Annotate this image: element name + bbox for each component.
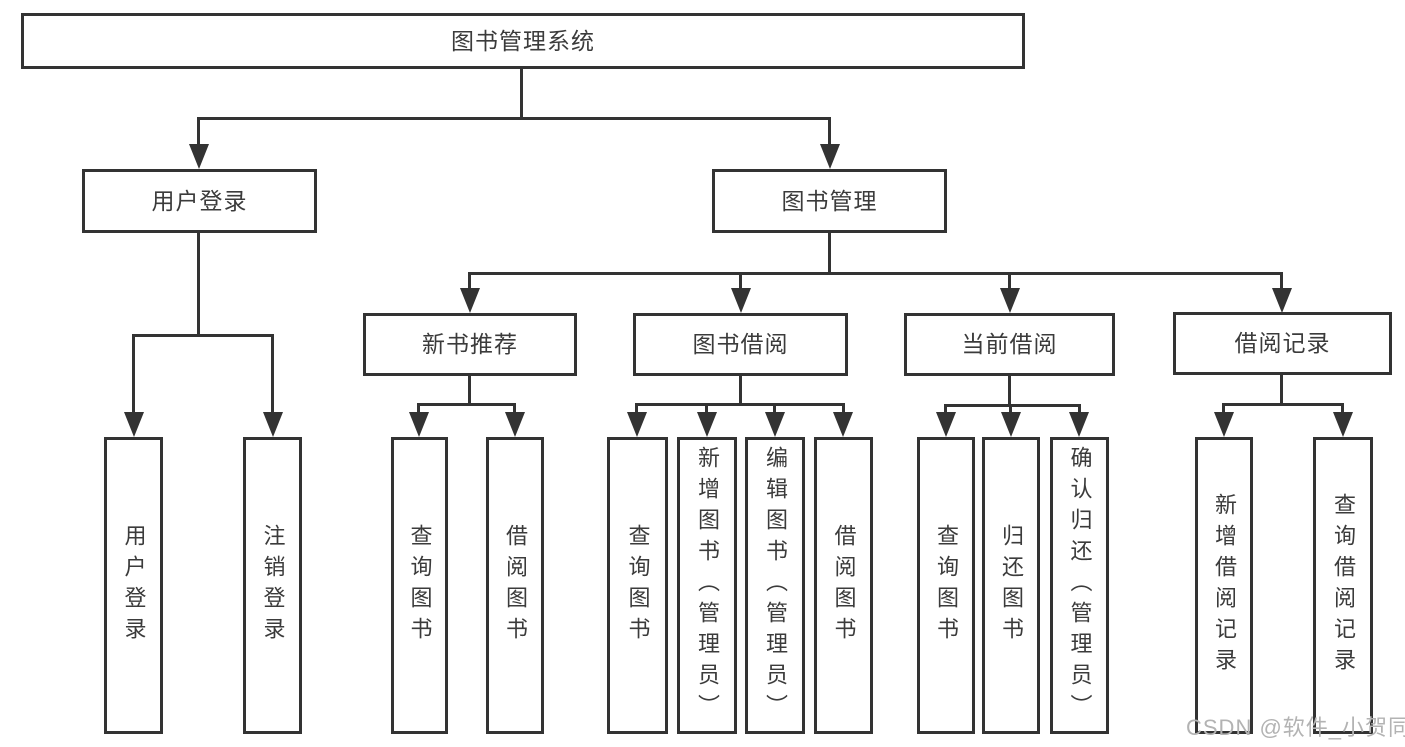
leaf-confirm-return-admin: 确认归还（管理员） xyxy=(1050,437,1109,734)
arrowhead-down-icon xyxy=(1333,412,1353,437)
leaf-edit-book-admin: 编辑图书（管理员） xyxy=(745,437,805,734)
connector-line xyxy=(1008,274,1011,288)
leaf-borrow-book-2: 借阅图书 xyxy=(814,437,873,734)
connector-line xyxy=(739,274,742,288)
connector-line xyxy=(1009,406,1012,412)
arrowhead-down-icon xyxy=(1272,288,1292,313)
connector-line xyxy=(944,406,947,412)
connector-line xyxy=(635,403,845,406)
node-borrow-record: 借阅记录 xyxy=(1173,312,1392,375)
connector-line xyxy=(197,118,200,144)
node-current-borrow: 当前借阅 xyxy=(904,313,1115,376)
connector-line xyxy=(1222,403,1344,406)
connector-line xyxy=(132,336,135,412)
leaf-query-book-1: 查询图书 xyxy=(391,437,448,734)
connector-line xyxy=(773,405,776,412)
connector-line xyxy=(1008,376,1011,406)
arrowhead-down-icon xyxy=(505,412,525,437)
arrowhead-down-icon xyxy=(1000,288,1020,313)
connector-line xyxy=(1280,274,1283,288)
leaf-add-borrow-record: 新增借阅记录 xyxy=(1195,437,1253,734)
connector-line xyxy=(271,336,274,412)
arrowhead-down-icon xyxy=(820,144,840,169)
arrowhead-down-icon xyxy=(627,412,647,437)
connector-line xyxy=(513,405,516,412)
connector-line xyxy=(132,334,274,337)
arrowhead-down-icon xyxy=(833,412,853,437)
connector-line xyxy=(635,405,638,412)
connector-line xyxy=(197,117,831,120)
arrowhead-down-icon xyxy=(460,288,480,313)
arrowhead-down-icon xyxy=(1069,412,1089,437)
connector-line xyxy=(468,272,1283,275)
connector-line xyxy=(705,405,708,412)
leaf-return-book: 归还图书 xyxy=(982,437,1040,734)
arrowhead-down-icon xyxy=(124,412,144,437)
connector-line xyxy=(944,404,1081,407)
watermark: CSDN @软件_小贺同学 xyxy=(1186,715,1405,740)
leaf-query-book-2: 查询图书 xyxy=(607,437,668,734)
arrowhead-down-icon xyxy=(731,288,751,313)
connector-line xyxy=(520,69,523,118)
node-book-borrow: 图书借阅 xyxy=(633,313,848,376)
node-root: 图书管理系统 xyxy=(21,13,1025,69)
arrowhead-down-icon xyxy=(1214,412,1234,437)
arrowhead-down-icon xyxy=(936,412,956,437)
arrowhead-down-icon xyxy=(263,412,283,437)
connector-line xyxy=(828,118,831,144)
connector-line xyxy=(417,405,420,412)
connector-line xyxy=(1078,406,1081,412)
connector-line xyxy=(739,376,742,405)
connector-line xyxy=(468,274,471,288)
connector-line xyxy=(1222,405,1225,412)
node-user-login: 用户登录 xyxy=(82,169,317,233)
leaf-add-book-admin: 新增图书（管理员） xyxy=(677,437,737,734)
connector-line xyxy=(197,233,200,337)
arrowhead-down-icon xyxy=(697,412,717,437)
node-book-management: 图书管理 xyxy=(712,169,947,233)
connector-line xyxy=(842,405,845,412)
connector-line xyxy=(417,403,516,406)
leaf-query-book-3: 查询图书 xyxy=(917,437,975,734)
connector-line xyxy=(1280,375,1283,405)
leaf-logout-login: 注销登录 xyxy=(243,437,302,734)
leaf-user-login: 用户登录 xyxy=(104,437,163,734)
connector-line xyxy=(828,233,831,275)
connector-line xyxy=(1341,405,1344,412)
leaf-query-borrow-record: 查询借阅记录 xyxy=(1313,437,1373,734)
arrowhead-down-icon xyxy=(189,144,209,169)
node-new-book-recommend: 新书推荐 xyxy=(363,313,577,376)
arrowhead-down-icon xyxy=(765,412,785,437)
arrowhead-down-icon xyxy=(1001,412,1021,437)
connector-line xyxy=(468,376,471,405)
leaf-borrow-book-1: 借阅图书 xyxy=(486,437,544,734)
arrowhead-down-icon xyxy=(409,412,429,437)
